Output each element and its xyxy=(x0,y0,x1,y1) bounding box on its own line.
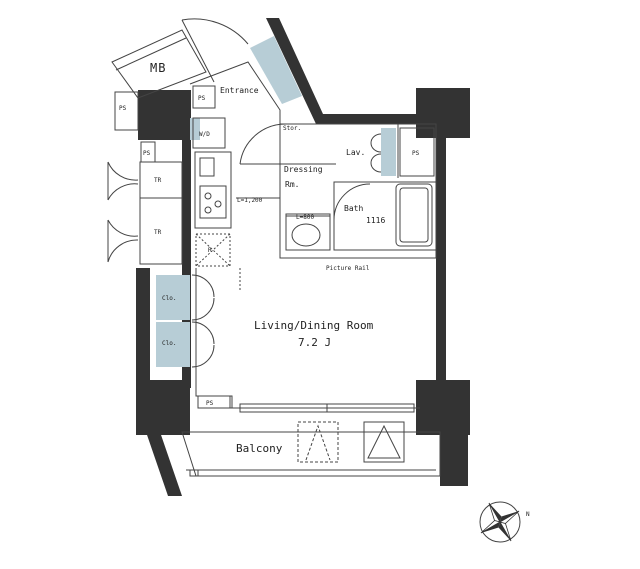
stove-burner-2 xyxy=(214,200,222,208)
ps-box-2 xyxy=(192,85,216,109)
clo-door-3 xyxy=(191,321,215,345)
closet-label-2: Clo. xyxy=(162,340,176,347)
stove-burner-3 xyxy=(204,206,212,214)
clo-door-4 xyxy=(191,344,215,368)
tr-door-2 xyxy=(107,183,139,201)
storage-label: Stor. xyxy=(283,125,301,132)
tr-door-4 xyxy=(107,239,139,263)
dressing-room-outline xyxy=(279,123,437,259)
closet-fill-1 xyxy=(156,275,190,320)
ps-label-5: PS xyxy=(206,400,214,407)
balcony-ac-unit xyxy=(297,421,339,463)
lav-basin-2 xyxy=(370,153,382,173)
wall-balcony-left xyxy=(146,432,182,496)
labels: MB Entrance W/D Stor. Lav. Dressing Rm. … xyxy=(119,61,420,455)
column-top-right xyxy=(416,88,470,138)
balcony-label: Balcony xyxy=(236,442,283,455)
entrance-shoe-area xyxy=(250,36,302,104)
closet-fill-2 xyxy=(156,322,190,367)
rm-label: Rm. xyxy=(285,180,299,189)
dressing-door-swing xyxy=(239,123,287,165)
tr-label-1: TR xyxy=(154,177,162,184)
balcony-escape-hatch xyxy=(363,421,405,463)
refrigerator-box xyxy=(195,233,231,267)
balcony-ac-fan xyxy=(305,424,331,461)
wall-right-lower xyxy=(440,432,468,486)
cabinet-fill xyxy=(190,118,200,140)
refrigerator-label: R xyxy=(208,247,212,254)
wall-left xyxy=(136,268,150,386)
fridge-x-1 xyxy=(195,233,231,267)
compass-star-icon xyxy=(480,502,520,542)
wall-right xyxy=(436,138,446,383)
ps-label-3: PS xyxy=(143,150,151,157)
entrance-door-swing xyxy=(181,18,249,45)
entrance-door-leaf xyxy=(181,19,215,83)
ps-box-4 xyxy=(399,127,435,177)
kitchen-stove xyxy=(199,185,227,219)
bath-label: Bath xyxy=(344,204,363,213)
dressing-label: Dressing xyxy=(284,165,323,174)
tr-room-2 xyxy=(139,197,183,265)
accent-areas xyxy=(156,36,396,367)
closet-label-1: Clo. xyxy=(162,295,176,302)
balcony-hatch-triangle xyxy=(367,424,401,459)
compass-north-label: N xyxy=(526,511,530,518)
bathtub xyxy=(395,183,433,247)
lav-label: Lav. xyxy=(346,148,365,157)
ps-label-1: PS xyxy=(119,105,127,112)
lav-fill xyxy=(381,128,396,176)
kitchen-sink xyxy=(199,157,215,177)
compass-ring xyxy=(479,501,521,543)
wd-box xyxy=(192,117,226,149)
wd-label: W/D xyxy=(199,131,210,138)
basin-counter xyxy=(285,213,331,251)
tr-door-3 xyxy=(107,219,139,237)
living-size-label: 7.2 J xyxy=(298,336,331,349)
stove-burner-1 xyxy=(204,192,212,200)
linework xyxy=(107,18,441,477)
lav-basin-1 xyxy=(370,133,382,153)
ps-label-4: PS xyxy=(412,150,420,157)
walls xyxy=(136,18,470,496)
living-label: Living/Dining Room xyxy=(254,319,374,332)
balcony-drain xyxy=(189,469,199,477)
dim-label-1: L=1,200 xyxy=(237,197,263,204)
wall-left-lower xyxy=(136,380,190,435)
wall-kitchen xyxy=(182,140,191,268)
bath-door-swing xyxy=(333,183,371,221)
picture-rail-label: Picture Rail xyxy=(326,265,370,272)
entrance-outline xyxy=(189,61,281,130)
bathtub-inner xyxy=(399,187,429,243)
column-top-left xyxy=(138,90,191,140)
ps-box-1 xyxy=(114,91,139,131)
tr-door-1 xyxy=(107,161,139,181)
fridge-x-2 xyxy=(195,233,231,267)
ps-label-2: PS xyxy=(198,95,206,102)
kitchen-counter xyxy=(194,151,232,229)
ps-box-5 xyxy=(197,395,233,409)
wall-diagonal xyxy=(266,18,416,124)
clo-door-2 xyxy=(191,297,215,321)
mb-room-outline xyxy=(111,29,207,99)
mb-inner-line xyxy=(115,37,187,71)
mb-label: MB xyxy=(150,61,166,75)
dim-label-2: L=800 xyxy=(296,214,314,221)
column-bottom-right xyxy=(416,380,470,435)
bath-size-label: 1116 xyxy=(366,216,385,225)
compass: N xyxy=(479,501,530,543)
balcony-outline xyxy=(181,431,441,477)
entrance-label: Entrance xyxy=(220,86,259,95)
tr-label-2: TR xyxy=(154,229,162,236)
basin-bowl xyxy=(291,223,321,247)
clo-door-1 xyxy=(191,274,215,298)
